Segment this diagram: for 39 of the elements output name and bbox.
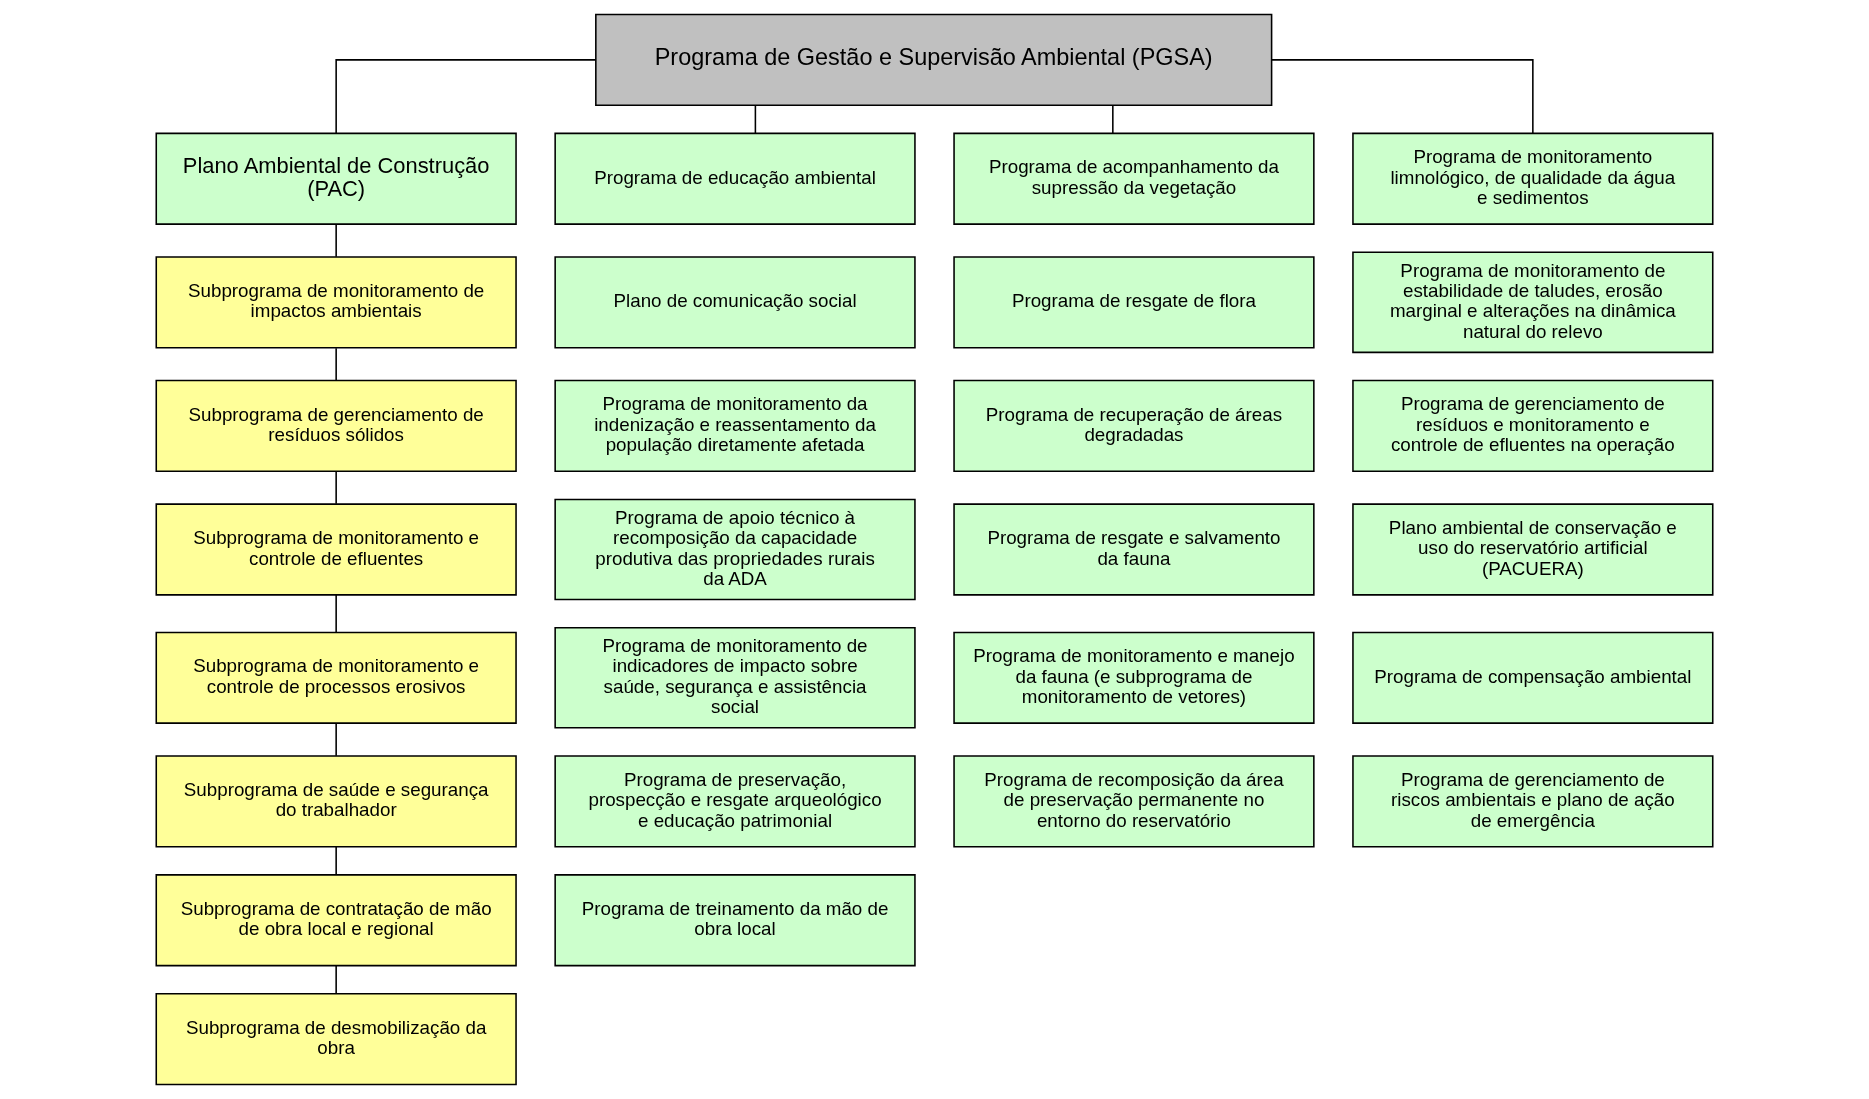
connector [335,471,337,505]
node-box: Plano ambiental de conservação e uso do reservatório artificial (PACUERA) [1352,503,1714,596]
node-box: Programa de gerenciamento de riscos ambientais e plano de ação de emergência [1352,755,1714,848]
connector [1112,104,1114,134]
node-box: Programa de treinamento da mão de obra local [554,874,916,967]
node-box: Programa de recomposição da área de preservação permanente no entorno do reservatório [953,755,1315,848]
node-box: Plano de comunicação social [554,256,916,349]
node-box: Programa de monitoramento de estabilidade de taludes, erosão marginal e alterações na dinâmica natural do relevo [1352,251,1714,354]
node-box: Programa de resgate e salvamento da fauna [953,503,1315,596]
connector [754,104,757,134]
node-box: Subprograma de saúde e segurança do trabalhador [155,755,517,848]
connector [335,723,337,757]
node-box: Programa de compensação ambiental [1352,631,1714,724]
node-box: Programa de apoio técnico à recomposição da capacidade produtiva das propriedades rurais da ADA [554,498,916,601]
node-box: Programa de monitoramento limnológico, de qualidade da água e sedimentos [1352,132,1714,225]
node-box: Programa de educação ambiental [554,132,916,225]
node-box: Programa de monitoramento e manejo da fauna (e subprograma de monitoramento de vetores) [953,631,1315,724]
node-box: Programa de preservação, prospecção e resgate arqueológico e educação patrimonial [554,755,916,848]
connector [335,224,337,258]
node-box: Subprograma de monitoramento de impactos ambientais [155,256,517,349]
connector [335,846,337,876]
node-box: Programa de Gestão e Supervisão Ambiental (PGSA) [595,13,1273,106]
node-box: Subprograma de contratação de mão de obra local e regional [155,874,517,967]
node-box: Subprograma de desmobilização da obra [155,993,517,1086]
connector [335,594,337,634]
node-box: Programa de monitoramento da indenização e reassentamento da população diretamente afetada [554,379,916,473]
connector [335,347,337,382]
node-box: Programa de resgate de flora [953,256,1315,349]
connector [335,59,597,134]
node-box: Programa de acompanhamento da supressão da vegetação [953,132,1315,225]
connector [1271,59,1534,134]
node-box: Programa de gerenciamento de resíduos e monitoramento e controle de efluentes na operação [1352,379,1714,473]
node-box: Programa de monitoramento de indicadores de impacto sobre saúde, segurança e assistência social [554,626,916,729]
node-box: Plano Ambiental de Construção (PAC) [155,132,517,225]
node-box: Subprograma de monitoramento e controle de efluentes [155,503,517,596]
node-box: Subprograma de monitoramento e controle de processos erosivos [155,631,517,724]
node-box: Subprograma de gerenciamento de resíduos sólidos [155,379,517,473]
node-box: Programa de recuperação de áreas degradadas [953,379,1315,473]
connector [335,965,337,995]
